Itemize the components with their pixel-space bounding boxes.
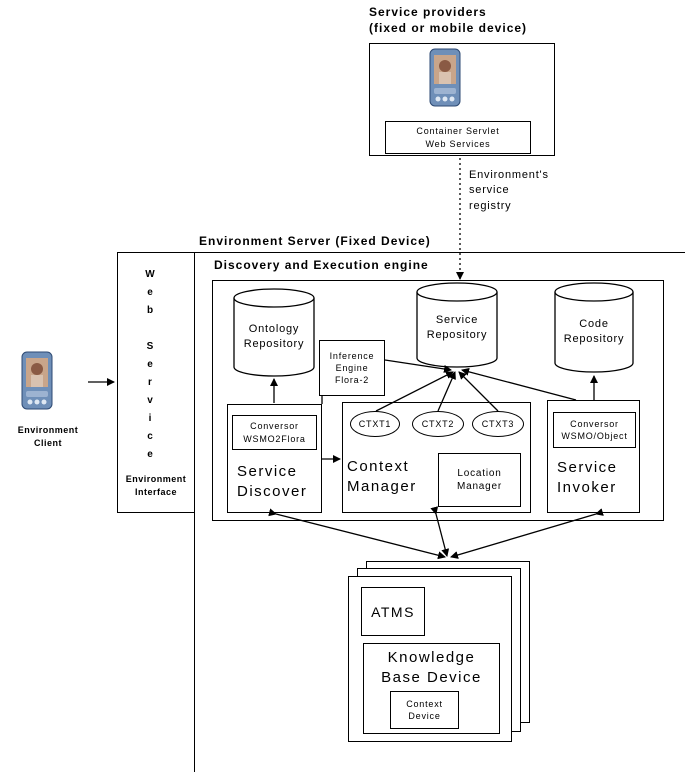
context-device-arrow [430,506,450,557]
environment-server-title: Environment Server (Fixed Device) [199,234,431,248]
inference-engine-box: Inference Engine Flora-2 [319,340,385,396]
ctxt2-node: CTXT2 [412,411,464,437]
service-repository-label: Service Repository [426,314,488,341]
arrows-layer [88,158,604,560]
service-discover-title: Service Discover [237,463,308,501]
ctxt1-repo-arrow [375,371,454,412]
atms-box: ATMS [361,587,425,636]
service-repository-cylinder [416,282,498,368]
ontology-repository-cylinder [233,288,315,377]
code-repository-label: Code Repository [563,318,625,345]
web-service-label: W e b S e r v i c e [145,269,155,460]
location-manager-box: Location Manager [438,453,521,507]
service-providers-title: Service providers (fixed or mobile devic… [369,5,528,35]
environment-interface-label: Environment Interface [125,474,187,497]
invoker-repo-arrow [461,367,577,401]
engine-title: Discovery and Execution engine [214,258,429,272]
knowledge-base-title: Knowledge Base Device [381,649,482,687]
ctxt3-node: CTXT3 [472,411,524,437]
registry-label: Environment's service registry [469,169,549,212]
wsmo2flora-converter: Conversor WSMO2Flora [232,415,317,450]
provider-pda-icon [428,48,462,108]
context-device-box: Context Device [390,691,459,729]
ctxt3-repo-arrow [458,371,499,412]
wsmo-object-converter: Conversor WSMO/Object [553,412,636,448]
ontology-repository-label: Ontology Repository [243,323,305,350]
environment-client-label: Environment Client [17,425,79,448]
inference-repo-arrow [384,359,452,373]
discover-device-arrow [268,508,446,560]
container-servlet-box: Container Servlet Web Services [385,121,531,154]
service-invoker-title: Service Invoker [557,459,618,497]
ctxt2-repo-arrow [437,371,456,412]
web-service-column [117,252,195,513]
ctxt1-node: CTXT1 [350,411,400,437]
client-pda-icon [20,351,54,411]
cylinders-layer [233,282,634,377]
context-manager-title: Context Manager [347,458,417,496]
invoker-device-arrow [450,508,604,559]
code-repository-cylinder [554,282,634,373]
